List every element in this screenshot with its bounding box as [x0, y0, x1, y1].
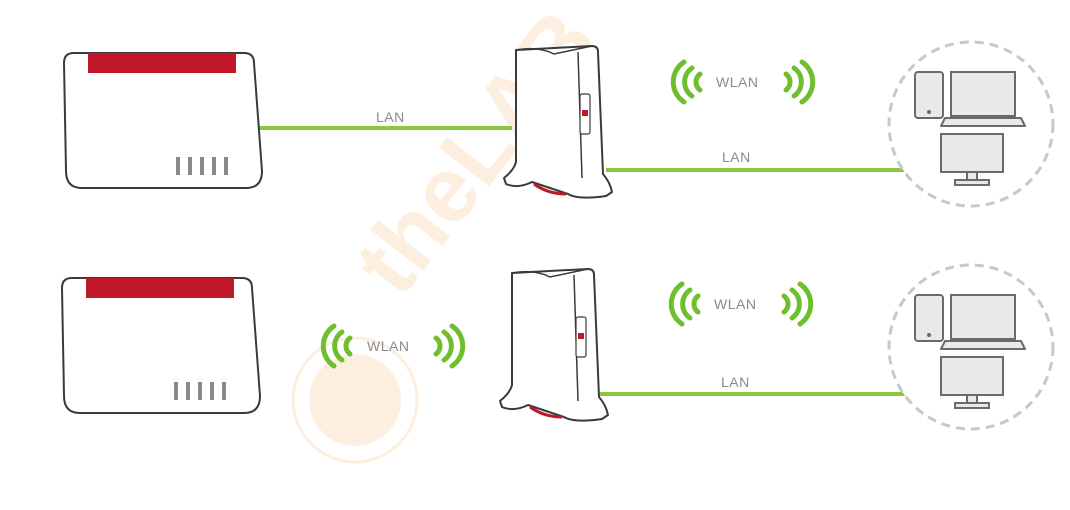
- router-icon: [61, 277, 261, 414]
- wifi-icon: WLAN: [671, 284, 810, 324]
- repeater-icon: [502, 44, 614, 200]
- watermark-logo: [309, 354, 401, 446]
- lan-label-router-repeater-1: LAN: [376, 109, 405, 125]
- wifi-icon: WLAN: [323, 326, 462, 366]
- row-2: WLAN LAN WLAN: [61, 263, 1055, 431]
- wifi-icon: WLAN: [673, 62, 812, 102]
- repeater-icon: [498, 267, 610, 423]
- lan-label-repeater-clients-2: LAN: [721, 374, 750, 390]
- row-1: LAN LAN WLAN: [63, 40, 1055, 208]
- wlan-label-repeater-1: WLAN: [716, 74, 758, 90]
- lan-label-repeater-clients-1: LAN: [722, 149, 751, 165]
- router-icon: [63, 52, 263, 189]
- client-devices-icon: [887, 40, 1055, 208]
- wlan-label-router-repeater-2: WLAN: [367, 338, 409, 354]
- client-devices-icon: [887, 263, 1055, 431]
- wlan-label-repeater-2: WLAN: [714, 296, 756, 312]
